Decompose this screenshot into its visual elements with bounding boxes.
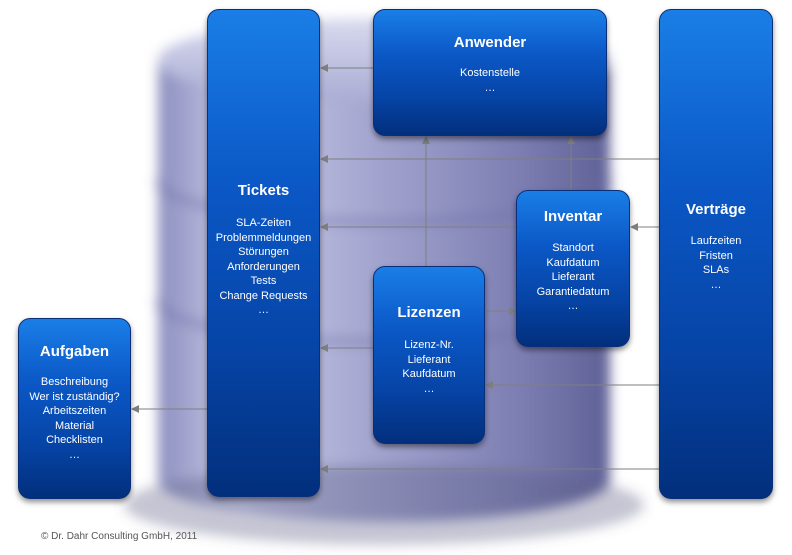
inventar-line: Standort	[552, 242, 594, 254]
inventar-line: …	[567, 300, 579, 312]
tickets-lines: SLA-Zeiten Problemmeldungen Störungen An…	[208, 216, 319, 318]
connector-arrows	[131, 64, 659, 473]
anwender-line: …	[484, 81, 496, 94]
lizenzen-line: Kaufdatum	[402, 368, 456, 380]
lizenzen-title: Lizenzen	[397, 304, 461, 321]
aufgaben-line: Arbeitszeiten	[42, 405, 107, 417]
aufgaben-line: Beschreibung	[40, 376, 109, 388]
tickets-line: Tests	[250, 275, 277, 287]
tickets-line: SLA-Zeiten	[235, 217, 292, 229]
vertraege-line: Laufzeiten	[690, 235, 742, 247]
inventar-lines: Standort Kaufdatum Lieferant Garantiedat…	[517, 241, 629, 314]
lizenzen-line: …	[423, 382, 435, 395]
anwender-line: Kostenstelle	[460, 67, 520, 79]
inventar-line: Kaufdatum	[546, 256, 600, 269]
inventar-line: Lieferant	[551, 271, 595, 283]
tickets-title: Tickets	[237, 182, 290, 199]
lizenzen-box: Lizenzen Lizenz-Nr. Lieferant Kaufdatum …	[373, 266, 485, 444]
aufgaben-line: Checklisten	[46, 434, 103, 446]
lizenzen-line: Lizenz-Nr.	[404, 339, 454, 351]
aufgaben-lines: Beschreibung Wer ist zuständig? Arbeitsz…	[19, 375, 130, 462]
vertraege-line: …	[710, 278, 722, 291]
tickets-line: Störungen	[238, 246, 289, 258]
inventar-title: Inventar	[543, 208, 603, 225]
tickets-line: …	[258, 304, 269, 316]
tickets-line: Change Requests	[219, 289, 308, 302]
tickets-line: Problemmeldungen	[215, 231, 312, 244]
lizenzen-line: Lieferant	[407, 353, 451, 366]
anwender-box: Anwender Kostenstelle …	[373, 9, 607, 136]
aufgaben-line: Wer ist zuständig?	[29, 390, 120, 403]
tickets-line: Anforderungen	[227, 260, 300, 273]
vertraege-line: Fristen	[699, 249, 733, 262]
aufgaben-line: …	[69, 448, 80, 461]
aufgaben-box: Aufgaben Beschreibung Wer ist zuständig?…	[18, 318, 131, 499]
aufgaben-title: Aufgaben	[39, 343, 110, 360]
anwender-lines: Kostenstelle …	[374, 66, 606, 95]
inventar-line: Garantiedatum	[536, 285, 610, 298]
inventar-box: Inventar Standort Kaufdatum Lieferant Ga…	[516, 190, 630, 347]
copyright-notice: © Dr. Dahr Consulting GmbH, 2011	[41, 531, 198, 542]
tickets-box: Tickets SLA-Zeiten Problemmeldungen Stör…	[207, 9, 320, 497]
aufgaben-line: Material	[54, 419, 95, 432]
vertraege-box: Verträge Laufzeiten Fristen SLAs …	[659, 9, 773, 499]
vertraege-title: Verträge	[685, 201, 747, 218]
anwender-title: Anwender	[453, 34, 527, 51]
vertraege-lines: Laufzeiten Fristen SLAs …	[660, 234, 772, 292]
vertraege-line: SLAs	[702, 264, 730, 276]
lizenzen-lines: Lizenz-Nr. Lieferant Kaufdatum …	[374, 338, 484, 396]
